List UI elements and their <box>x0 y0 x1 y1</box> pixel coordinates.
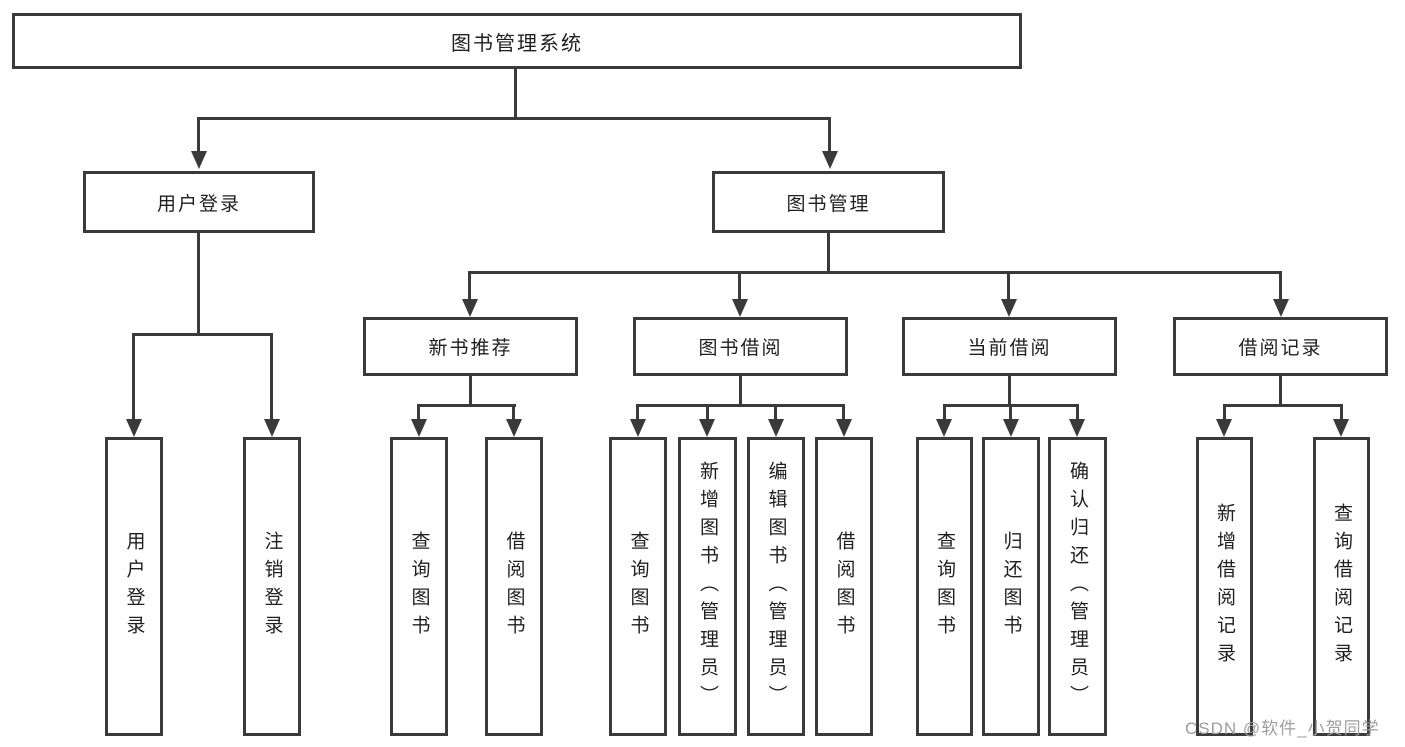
leaf-query-book-2: 查询图书 <box>609 437 667 736</box>
connector-record-trunk <box>1279 376 1282 406</box>
node-label: 当前借阅 <box>967 338 1052 359</box>
node-label: 图书管理系统 <box>451 32 583 55</box>
node-label: 用户登录 <box>123 530 145 643</box>
connector-record-hline <box>1223 404 1343 407</box>
connector-current-stub-2 <box>1009 404 1012 419</box>
node-label: 查询图书 <box>408 530 430 643</box>
arrow-down-icon <box>462 299 478 317</box>
arrow-down-icon <box>1069 419 1085 437</box>
leaf-query-book-1: 查询图书 <box>390 437 448 736</box>
arrow-down-icon <box>1003 419 1019 437</box>
csdn-watermark: CSDN @软件_小贺同学 <box>1185 719 1380 738</box>
connector-user-login-stub <box>197 117 200 152</box>
connector-newbook-trunk <box>469 376 472 406</box>
leaf-return-book: 归还图书 <box>982 437 1040 736</box>
connector-book-mgmt-stub <box>828 117 831 152</box>
connector-borrow-stub-3 <box>774 404 777 419</box>
node-label: 借阅图书 <box>503 530 525 643</box>
arrow-down-icon <box>836 419 852 437</box>
node-label: 查询借阅记录 <box>1331 502 1352 671</box>
connector-newbook-stub-1 <box>417 404 420 419</box>
connector-borrow-stub-4 <box>842 404 845 419</box>
node-book-borrow: 图书借阅 <box>633 317 848 376</box>
connector-current-trunk <box>1008 376 1011 406</box>
leaf-query-book-3: 查询图书 <box>916 437 973 736</box>
arrow-down-icon <box>699 419 715 437</box>
node-label: 查询图书 <box>627 530 649 643</box>
node-label: 确认归还（管理员） <box>1067 460 1088 713</box>
leaf-edit-book-admin: 编辑图书（管理员） <box>747 437 805 736</box>
connector-current-stub-1 <box>943 404 946 419</box>
arrow-down-icon <box>1216 419 1232 437</box>
connector-borrow-hline <box>636 404 845 407</box>
arrow-down-icon <box>126 419 142 437</box>
node-label: 新书推荐 <box>428 338 513 359</box>
leaf-add-borrow-record: 新增借阅记录 <box>1196 437 1253 736</box>
arrow-down-icon <box>1001 299 1017 317</box>
node-label: 查询图书 <box>934 530 955 643</box>
connector-borrow-trunk <box>739 376 742 406</box>
connector-login-stub-1 <box>132 333 135 419</box>
leaf-add-book-admin: 新增图书（管理员） <box>678 437 737 736</box>
connector-borrow-stub-2 <box>706 404 709 419</box>
leaf-user-login: 用户登录 <box>105 437 163 736</box>
leaf-confirm-return-admin: 确认归还（管理员） <box>1048 437 1107 736</box>
node-label: 新增图书（管理员） <box>697 460 718 713</box>
node-new-book-recommend: 新书推荐 <box>363 317 578 376</box>
node-label: 图书管理 <box>786 193 871 215</box>
connector-mgmt-hline <box>468 271 1282 274</box>
arrow-down-icon <box>822 151 838 169</box>
node-label: 借阅图书 <box>833 530 855 643</box>
connector-login-trunk <box>197 233 200 335</box>
arrow-down-icon <box>768 419 784 437</box>
connector-current-stub-3 <box>1076 404 1079 419</box>
connector-mgmt-trunk <box>827 233 830 273</box>
node-root: 图书管理系统 <box>12 13 1022 69</box>
leaf-borrow-book-2: 借阅图书 <box>815 437 873 736</box>
leaf-query-borrow-record: 查询借阅记录 <box>1313 437 1370 736</box>
arrow-down-icon <box>630 419 646 437</box>
arrow-down-icon <box>936 419 952 437</box>
connector-newbook-stub-2 <box>512 404 515 419</box>
node-book-management: 图书管理 <box>712 171 945 233</box>
arrow-down-icon <box>732 299 748 317</box>
leaf-borrow-book-1: 借阅图书 <box>485 437 543 736</box>
node-label: 注销登录 <box>261 530 283 643</box>
arrow-down-icon <box>1333 419 1349 437</box>
node-label: 归还图书 <box>1000 530 1022 643</box>
connector-mgmt-stub-3 <box>1007 271 1010 299</box>
node-label: 编辑图书（管理员） <box>765 460 787 713</box>
node-label: 图书借阅 <box>698 338 783 359</box>
node-label: 借阅记录 <box>1238 338 1323 359</box>
connector-mgmt-stub-1 <box>468 271 471 299</box>
node-label: 新增借阅记录 <box>1214 502 1235 671</box>
connector-root-hline <box>197 117 831 120</box>
leaf-logout: 注销登录 <box>243 437 301 736</box>
arrow-down-icon <box>264 419 280 437</box>
connector-record-stub-2 <box>1340 404 1343 419</box>
node-borrow-record: 借阅记录 <box>1173 317 1388 376</box>
connector-root-trunk <box>514 68 517 119</box>
node-current-borrow: 当前借阅 <box>902 317 1117 376</box>
node-user-login: 用户登录 <box>83 171 315 233</box>
connector-mgmt-stub-2 <box>738 271 741 299</box>
connector-login-hline <box>132 333 273 336</box>
node-label: 用户登录 <box>156 193 241 215</box>
connector-login-stub-2 <box>270 333 273 419</box>
connector-mgmt-stub-4 <box>1279 271 1282 299</box>
arrow-down-icon <box>411 419 427 437</box>
arrow-down-icon <box>506 419 522 437</box>
connector-borrow-stub-1 <box>636 404 639 419</box>
arrow-down-icon <box>1273 299 1289 317</box>
connector-record-stub-1 <box>1223 404 1226 419</box>
connector-newbook-hline <box>417 404 516 407</box>
arrow-down-icon <box>191 151 207 169</box>
